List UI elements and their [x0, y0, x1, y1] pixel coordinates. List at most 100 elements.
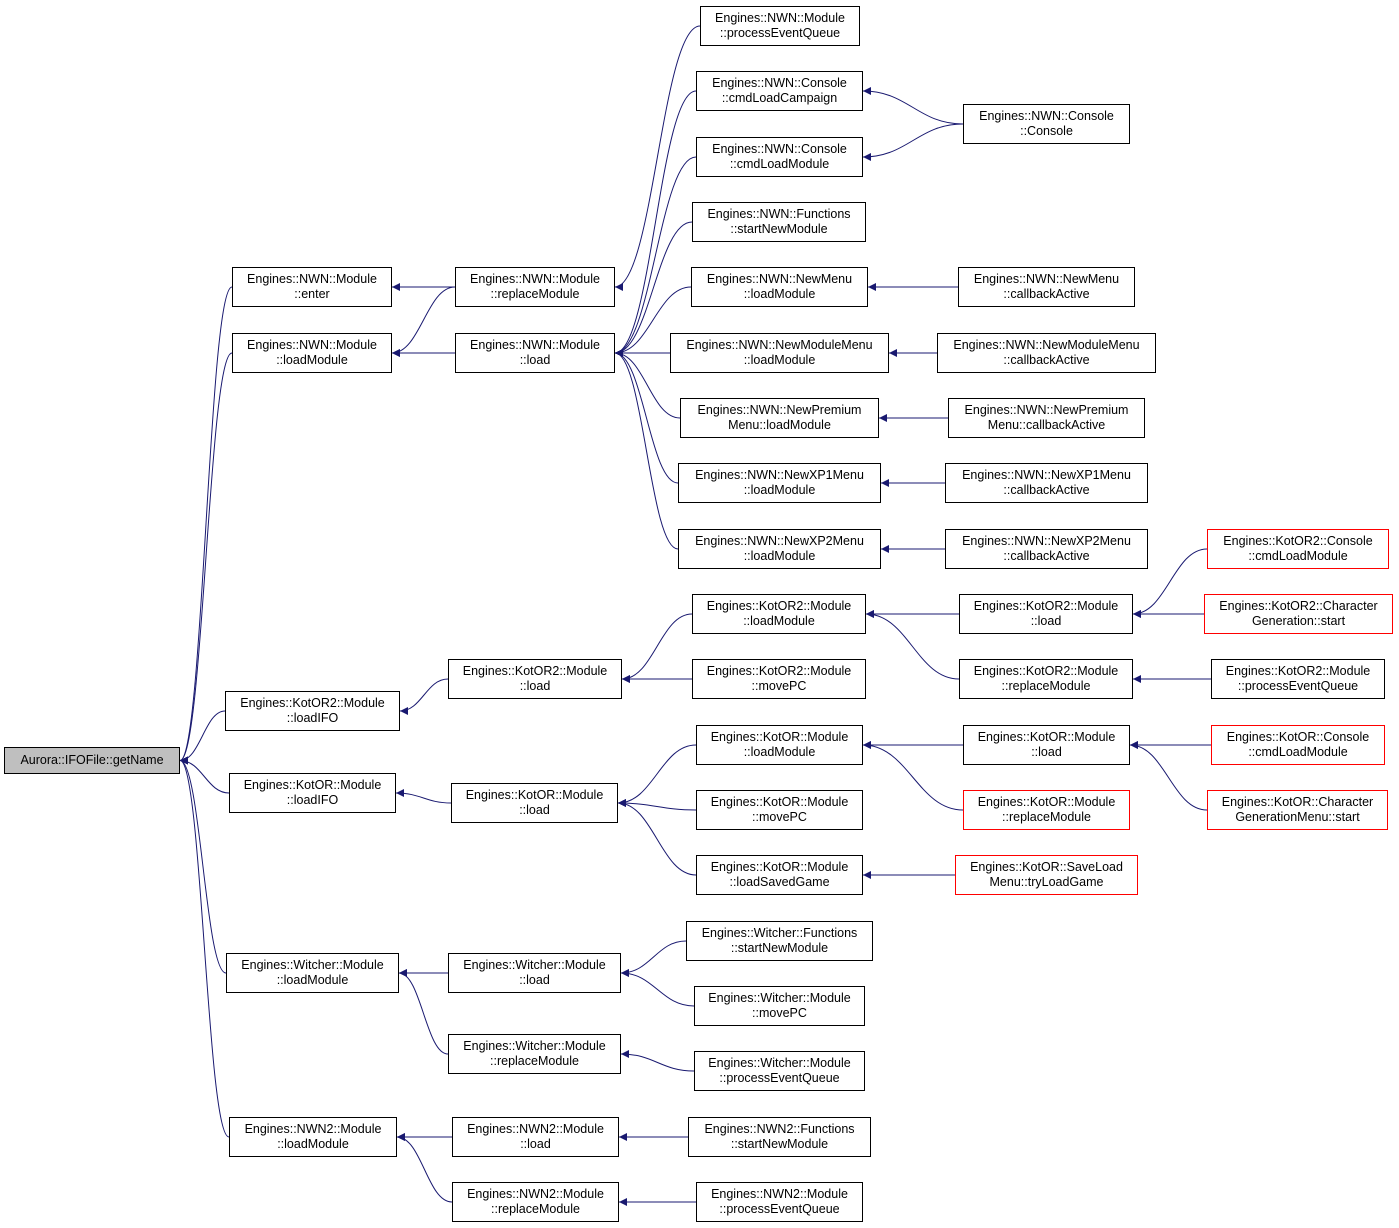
- node-engines-kotor2-module-loadifo[interactable]: Engines::KotOR2::Module::loadIFO: [225, 691, 400, 731]
- node-engines-nwn-newmodulemenu-callbackactive[interactable]: Engines::NWN::NewModuleMenu::callbackAct…: [937, 333, 1156, 373]
- node-engines-nwn2-functions-startnewmodule[interactable]: Engines::NWN2::Functions::startNewModule: [688, 1117, 871, 1157]
- node-engines-nwn-newxp1menu-loadmodule[interactable]: Engines::NWN::NewXP1Menu::loadModule: [678, 463, 881, 503]
- call-edge: [179, 710, 226, 765]
- node-label-line: Engines::KotOR2::Module: [973, 664, 1119, 678]
- node-engines-nwn-module-enter[interactable]: Engines::NWN::Module::enter: [232, 267, 392, 307]
- call-edge: [620, 969, 695, 1007]
- node-engines-witcher-module-movepc[interactable]: Engines::Witcher::Module::movePC: [694, 986, 865, 1026]
- call-edge: [179, 352, 233, 765]
- node-label-line: Engines::NWN::Module: [247, 272, 377, 286]
- node-label-line: ::loadModule: [276, 353, 348, 367]
- node-engines-kotor-module-load[interactable]: Engines::KotOR::Module::load: [451, 783, 618, 823]
- node-engines-witcher-module-loadmodule[interactable]: Engines::Witcher::Module::loadModule: [226, 953, 399, 993]
- node-label-line: ::loadModule: [276, 973, 349, 987]
- node-label-line: Engines::KotOR::Character: [1221, 795, 1374, 809]
- node-engines-nwn-module-replacemodule[interactable]: Engines::NWN::Module::replaceModule: [455, 267, 615, 307]
- node-engines-kotor-console-cmdloadmodule[interactable]: Engines::KotOR::Console::cmdLoadModule: [1211, 725, 1385, 765]
- node-engines-nwn-functions-startnewmodule[interactable]: Engines::NWN::Functions::startNewModule: [692, 202, 866, 242]
- node-engines-kotor-module-movepc[interactable]: Engines::KotOR::Module::movePC: [696, 790, 863, 830]
- node-label-line: Engines::KotOR2::Console: [1223, 534, 1373, 548]
- call-edge: [862, 87, 964, 125]
- node-label-line: GenerationMenu::start: [1235, 810, 1360, 824]
- node-label-line: ::replaceModule: [490, 1054, 579, 1068]
- node-engines-kotor-module-loadsavedgame[interactable]: Engines::KotOR::Module::loadSavedGame: [696, 855, 863, 895]
- node-engines-kotor2-module-loadmodule[interactable]: Engines::KotOR2::Module::loadModule: [692, 594, 866, 634]
- node-engines-kotor-module-load[interactable]: Engines::KotOR::Module::load: [963, 725, 1130, 765]
- node-label-line: ::replaceModule: [1002, 810, 1091, 824]
- node-engines-kotor2-module-movepc[interactable]: Engines::KotOR2::Module::movePC: [692, 659, 866, 699]
- node-label-line: ::load: [519, 973, 550, 987]
- node-label-line: Engines::NWN::Module: [470, 272, 600, 286]
- node-label-line: Engines::KotOR::Module: [977, 795, 1116, 809]
- node-label-line: Engines::Witcher::Module: [708, 991, 851, 1005]
- node-label-line: ::load: [1031, 745, 1062, 759]
- node-label-line: ::loadModule: [743, 287, 816, 301]
- call-edge: [620, 1050, 695, 1072]
- node-label-line: ::movePC: [752, 810, 807, 824]
- call-edge: [862, 741, 964, 811]
- node-engines-kotor2-console-cmdloadmodule[interactable]: Engines::KotOR2::Console::cmdLoadModule: [1207, 529, 1389, 569]
- node-engines-kotor-module-loadifo[interactable]: Engines::KotOR::Module::loadIFO: [229, 773, 396, 813]
- node-label-line: Menu::tryLoadGame: [989, 875, 1104, 889]
- node-label-line: ::callbackActive: [1003, 287, 1090, 301]
- node-engines-witcher-module-replacemodule[interactable]: Engines::Witcher::Module::replaceModule: [448, 1034, 621, 1074]
- node-engines-kotor2-module-load[interactable]: Engines::KotOR2::Module::load: [959, 594, 1133, 634]
- node-engines-nwn-module-loadmodule[interactable]: Engines::NWN::Module::loadModule: [232, 333, 392, 373]
- node-engines-nwn-newxp1menu-callbackactive[interactable]: Engines::NWN::NewXP1Menu::callbackActive: [945, 463, 1148, 503]
- node-engines-nwn2-module-loadmodule[interactable]: Engines::NWN2::Module::loadModule: [229, 1117, 397, 1157]
- node-engines-kotor2-module-replacemodule[interactable]: Engines::KotOR2::Module::replaceModule: [959, 659, 1133, 699]
- call-edge: [621, 613, 693, 683]
- node-label-line: Engines::KotOR2::Module: [706, 664, 852, 678]
- node-engines-kotor-module-replacemodule[interactable]: Engines::KotOR::Module::replaceModule: [963, 790, 1130, 830]
- node-engines-kotor2-module-processeventqueue[interactable]: Engines::KotOR2::Module::processEventQue…: [1211, 659, 1385, 699]
- node-engines-nwn-newmodulemenu-loadmodule[interactable]: Engines::NWN::NewModuleMenu::loadModule: [670, 333, 889, 373]
- node-label-line: Engines::NWN::NewXP2Menu: [695, 534, 864, 548]
- node-engines-witcher-module-processeventqueue[interactable]: Engines::Witcher::Module::processEventQu…: [694, 1051, 865, 1091]
- node-engines-nwn-console-console[interactable]: Engines::NWN::Console::Console: [963, 104, 1130, 144]
- node-engines-witcher-module-load[interactable]: Engines::Witcher::Module::load: [448, 953, 621, 993]
- node-label-line: Engines::NWN::NewModuleMenu: [953, 338, 1140, 352]
- call-edge: [614, 90, 697, 357]
- node-engines-nwn2-module-replacemodule[interactable]: Engines::NWN2::Module::replaceModule: [452, 1182, 619, 1222]
- node-label-line: Engines::KotOR2::Module: [973, 599, 1119, 613]
- node-engines-nwn-module-processeventqueue[interactable]: Engines::NWN::Module::processEventQueue: [700, 6, 860, 46]
- node-engines-kotor2-module-load[interactable]: Engines::KotOR2::Module::load: [448, 659, 622, 699]
- node-label-line: Engines::KotOR::SaveLoad: [970, 860, 1123, 874]
- call-edge: [614, 221, 693, 357]
- node-label-line: Engines::Witcher::Module: [708, 1056, 851, 1070]
- node-label-line: Engines::NWN::NewMenu: [973, 272, 1120, 286]
- node-engines-kotor-module-loadmodule[interactable]: Engines::KotOR::Module::loadModule: [696, 725, 863, 765]
- node-label-line: ::loadModule: [743, 745, 816, 759]
- node-engines-witcher-functions-startnewmodule[interactable]: Engines::Witcher::Functions::startNewMod…: [686, 921, 873, 961]
- node-engines-nwn-module-load[interactable]: Engines::NWN::Module::load: [455, 333, 615, 373]
- node-label-line: ::Console: [1020, 124, 1073, 138]
- node-engines-nwn-console-cmdloadcampaign[interactable]: Engines::NWN::Console::cmdLoadCampaign: [696, 71, 863, 111]
- node-engines-nwn-newxp2menu-callbackactive[interactable]: Engines::NWN::NewXP2Menu::callbackActive: [945, 529, 1148, 569]
- node-label-line: Engines::KotOR2::Module: [240, 696, 385, 710]
- node-engines-nwn-console-cmdloadmodule[interactable]: Engines::NWN::Console::cmdLoadModule: [696, 137, 863, 177]
- node-label-line: ::processEventQueue: [719, 1071, 840, 1085]
- node-label-line: ::loadIFO: [286, 711, 339, 725]
- node-engines-nwn-newmenu-loadmodule[interactable]: Engines::NWN::NewMenu::loadModule: [691, 267, 868, 307]
- node-label-line: ::load: [519, 679, 551, 693]
- node-engines-nwn-newmenu-callbackactive[interactable]: Engines::NWN::NewMenu::callbackActive: [958, 267, 1135, 307]
- node-label-line: Engines::NWN::NewXP1Menu: [695, 468, 864, 482]
- node-engines-nwn2-module-load[interactable]: Engines::NWN2::Module::load: [452, 1117, 619, 1157]
- node-label-line: Engines::NWN::NewPremium: [697, 403, 862, 417]
- call-edge: [396, 1133, 453, 1203]
- call-edge: [617, 799, 697, 811]
- node-aurora-ifofile-getname: Aurora::IFOFile::getName: [4, 747, 180, 774]
- call-edge: [614, 349, 681, 419]
- node-label-line: Menu::loadModule: [728, 418, 831, 432]
- node-label-line: ::replaceModule: [491, 1202, 580, 1216]
- call-edge: [399, 678, 449, 715]
- node-engines-nwn-newxp2menu-loadmodule[interactable]: Engines::NWN::NewXP2Menu::loadModule: [678, 529, 881, 569]
- node-engines-nwn2-module-processeventqueue[interactable]: Engines::NWN2::Module::processEventQueue: [696, 1182, 863, 1222]
- node-label-line: Engines::KotOR::Module: [977, 730, 1116, 744]
